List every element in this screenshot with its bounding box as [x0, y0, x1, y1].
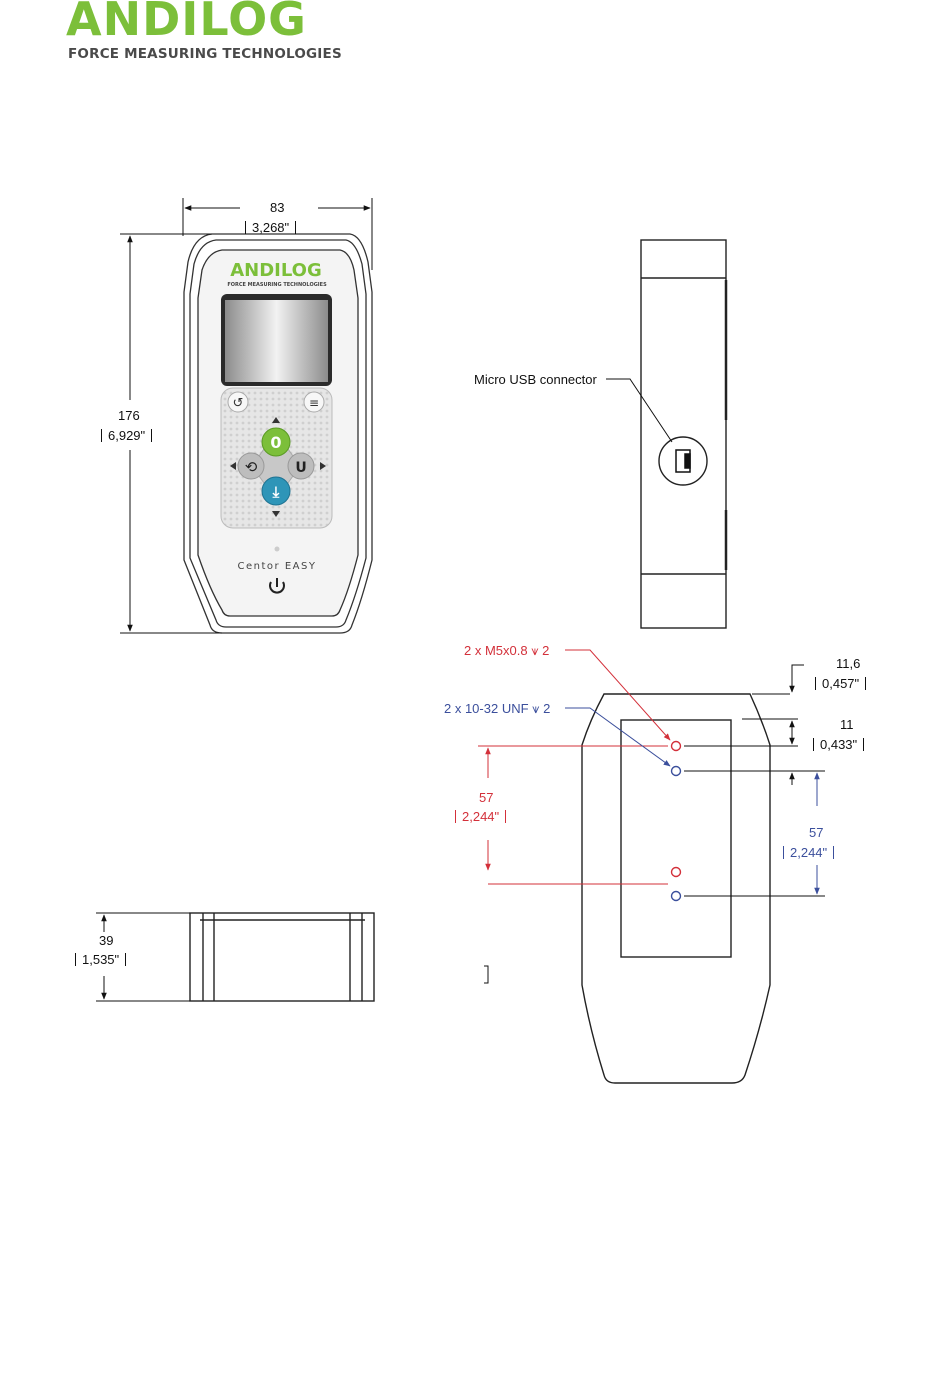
device-screen-logo: ANDILOG: [230, 260, 322, 281]
svg-text:↺: ↺: [233, 396, 244, 411]
model-label: Centor EASY: [238, 561, 317, 572]
back-icon: ↺: [228, 392, 248, 412]
refresh-icon: ⟲: [238, 453, 264, 479]
lcd-screen: [225, 300, 328, 382]
depth-mm-label: 39: [99, 934, 113, 947]
status-led: [275, 547, 280, 552]
back-view: [582, 694, 770, 1083]
width-mm-label: 83: [270, 201, 284, 214]
zero-key: 0: [262, 428, 290, 456]
m5-spacing-in-label: 2,244": [455, 810, 506, 823]
m5-dimension-lines: [478, 650, 670, 884]
depth-view: [190, 913, 374, 1001]
unf-thread-callout: 2 x 10-32 UNF ⩛ 2: [444, 702, 550, 715]
menu-icon: ≡: [304, 392, 324, 412]
download-icon: ⤓: [262, 477, 290, 505]
usb-leader-line: [606, 379, 672, 442]
side-view: [641, 240, 726, 628]
m5-thread-callout: 2 x M5x0.8 ⩛ 2: [464, 644, 549, 657]
width-in-label: 3,268": [245, 221, 296, 234]
unf-spacing-in-label: 2,244": [783, 846, 834, 859]
second-offset-in-label: 0,433": [813, 738, 864, 751]
zero-key-label: 0: [270, 433, 281, 452]
mounting-holes: [672, 742, 681, 901]
offset-dimension-lines: [684, 665, 825, 896]
usb-callout: Micro USB connector: [474, 373, 597, 386]
unf-dimension-lines: [565, 708, 817, 894]
svg-text:≡: ≡: [309, 396, 319, 410]
height-in-label: 6,929": [101, 429, 152, 442]
stray-bracket: [484, 966, 488, 983]
usb-port-icon: [676, 450, 690, 472]
height-mm-label: 176: [118, 409, 140, 422]
unf-spacing-mm-label: 57: [809, 826, 823, 839]
svg-text:⤓: ⤓: [272, 483, 280, 501]
unit-key: U: [288, 453, 314, 479]
m5-spacing-mm-label: 57: [479, 791, 493, 804]
second-offset-mm-label: 11: [840, 718, 854, 731]
top-offset-mm-label: 11,6: [836, 657, 860, 670]
svg-text:⟲: ⟲: [245, 458, 258, 476]
top-offset-in-label: 0,457": [815, 677, 866, 690]
unit-key-label: U: [295, 460, 306, 476]
device-screen-tagline: FORCE MEASURING TECHNOLOGIES: [227, 282, 327, 288]
depth-in-label: 1,535": [75, 953, 126, 966]
